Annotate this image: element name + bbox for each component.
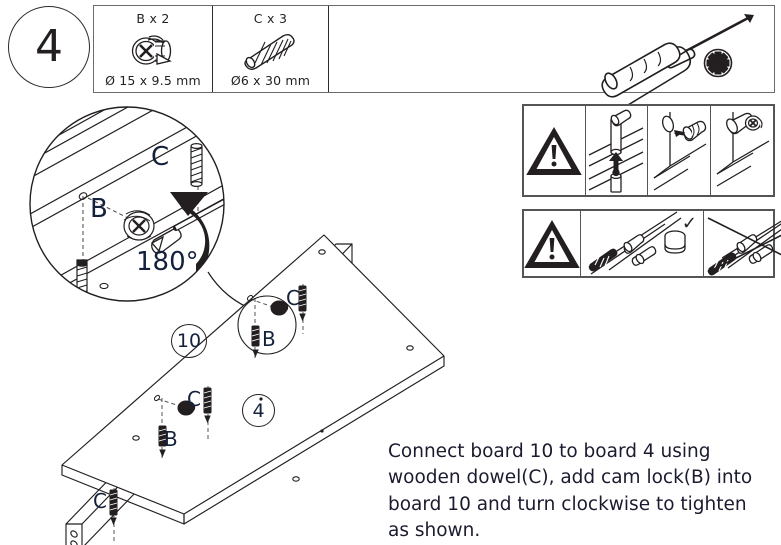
cam-lock-icon <box>124 26 182 73</box>
cam-lock-label-magnified: B <box>90 194 108 224</box>
cam-lock-label-upper: B <box>262 327 276 351</box>
step-number: 4 <box>35 21 63 72</box>
instruction-text: Connect board 10 to board 4 using wooden… <box>388 440 753 542</box>
magnified-detail-view: C B 180° <box>26 104 232 308</box>
dowel-label-magnified: C <box>151 142 170 172</box>
part-b-label: B x 2 <box>136 11 170 26</box>
board-4-callout-label: 4 <box>252 399 265 422</box>
dowel-label-middle: C <box>187 387 201 411</box>
step-number-badge: 4 <box>8 6 90 88</box>
dowel-label-lower-left: C <box>93 489 107 513</box>
exploded-assembly-drawing: 10 4 C B C B C <box>58 226 458 545</box>
dowel-insert-into-board-icon <box>586 106 648 195</box>
board-10-callout: 10 <box>171 324 207 358</box>
part-c-dimension: Ø6 x 30 mm <box>230 73 311 88</box>
wooden-dowel-icon <box>239 26 303 73</box>
screwdriver-icon <box>578 11 768 106</box>
correct-assembly-icon: ✓ <box>581 210 704 276</box>
part-cell-b: B x 2 <box>94 6 213 92</box>
part-cell-c: C x 3 <box>213 6 329 92</box>
pozidriv-head-icon <box>703 48 733 77</box>
incorrect-assembly-icon <box>704 211 781 276</box>
warning-triangle-icon <box>524 211 581 276</box>
warning-panel-dowel-camlock <box>522 104 775 197</box>
board-10-callout-label: 10 <box>176 330 202 352</box>
rotation-angle-label: 180° <box>136 247 199 277</box>
parts-table: B x 2 <box>93 5 775 106</box>
cam-lock-label-lower: B <box>164 427 178 451</box>
board-4-callout: 4 <box>242 394 275 427</box>
dowel-label-upper-right: C <box>286 286 300 310</box>
part-c-label: C x 3 <box>253 11 288 26</box>
cam-lock-insert-icon <box>648 106 711 195</box>
cam-lock-seated-icon <box>711 106 773 195</box>
part-b-dimension: Ø 15 x 9.5 mm <box>105 73 201 88</box>
part-cell-tool <box>329 6 774 106</box>
checkmark-icon: ✓ <box>681 213 697 234</box>
cross-mark-icon <box>707 216 781 273</box>
warning-triangle-icon <box>524 106 586 195</box>
warning-panel-correct-incorrect: ✓ <box>522 209 781 278</box>
